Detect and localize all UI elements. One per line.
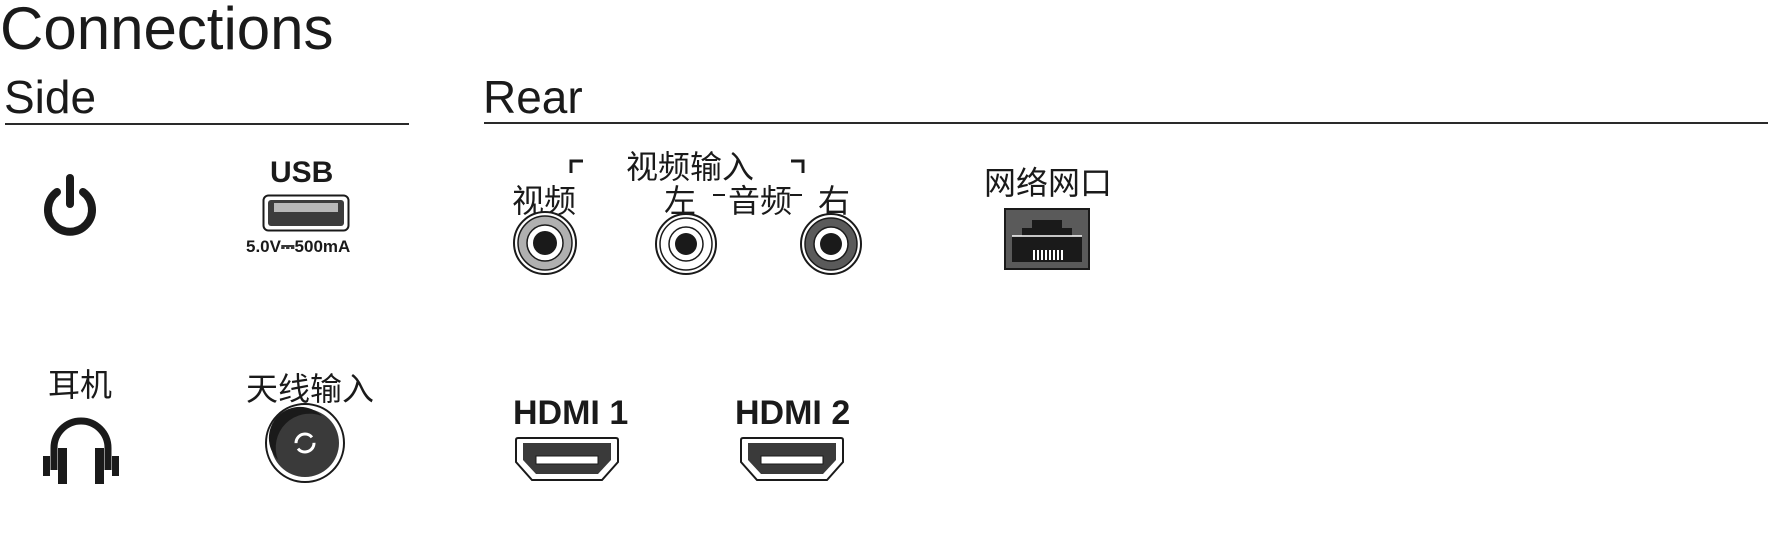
audio-left-rca-jack: [655, 213, 717, 275]
audio-dash-right: [790, 194, 802, 196]
rear-divider: [484, 122, 1768, 124]
page-title: Connections: [0, 0, 334, 62]
usb-rating: 5.0V⎓500mA: [246, 237, 351, 256]
section-rear-title: Rear: [483, 71, 583, 123]
video-input-group-label: 视频输入: [626, 148, 755, 186]
headphone-label: 耳机: [48, 366, 113, 404]
antenna-label: 天线输入: [246, 370, 375, 408]
audio-right-rca-jack: [800, 213, 862, 275]
video-rca-jack: [513, 211, 577, 275]
power-icon: [44, 174, 96, 236]
bracket-left: [569, 159, 583, 173]
usb-label: USB: [270, 156, 334, 189]
section-side-title: Side: [4, 71, 97, 123]
side-divider: [5, 123, 409, 125]
antenna-port-icon: [265, 403, 345, 483]
hdmi1-port-icon: [515, 437, 619, 481]
network-label: 网络网口: [984, 164, 1113, 202]
audio-label: 音频: [728, 182, 793, 220]
audio-dash-left: [713, 194, 725, 196]
usb-port-icon: [262, 194, 350, 232]
bracket-right: [791, 159, 805, 173]
ethernet-port-icon: [1004, 208, 1090, 270]
headphone-icon: [43, 417, 119, 484]
hdmi2-port-icon: [740, 437, 844, 481]
hdmi2-label: HDMI 2: [735, 394, 851, 432]
hdmi1-label: HDMI 1: [513, 394, 629, 432]
